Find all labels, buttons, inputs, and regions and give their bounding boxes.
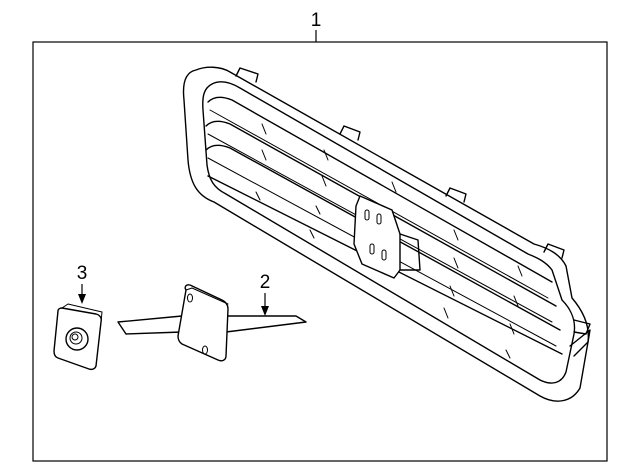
grille-side-clip-upper [573,319,591,335]
bracket-hole-top [187,293,193,303]
grille-tab-top-2 [339,125,361,141]
callout-1: 1 [311,10,322,42]
bracket-left-arm [117,315,183,335]
clip-boss-hole [71,333,79,341]
grille-side-clip-lower [569,329,591,357]
callout-3-label: 3 [77,263,88,284]
bracket-right-arm [225,315,307,333]
clip-body-edge [61,303,103,323]
grille-slat-1 [207,96,553,283]
bracket-hole-bottom [202,345,208,355]
grille-assembly [182,66,591,402]
grille-tab-top-4 [543,243,565,259]
callout-2: 2 [260,272,271,316]
bracket-plate [177,284,229,362]
callout-3-arrowhead [78,294,86,304]
grille-center-holes [364,209,387,261]
grille-tab-top-1 [235,67,259,83]
bracket-plate-edge [185,287,229,305]
callout-2-label: 2 [260,272,271,293]
grille-ribs [255,123,523,359]
callout-1-label: 1 [311,10,322,31]
callout-3: 3 [77,263,88,304]
callout-2-arrowhead [261,306,269,316]
grille-slat-2 [205,120,557,307]
clip-boss-inner [69,331,83,345]
diagram-frame [32,41,608,462]
grille-inner-opening [202,81,576,384]
clip [53,303,103,371]
grille-tab-top-3 [445,187,467,203]
grille-slat-3 [205,144,561,331]
bracket [117,284,307,362]
clip-boss-outer [65,327,89,351]
grille-center-mount-side [399,233,421,271]
